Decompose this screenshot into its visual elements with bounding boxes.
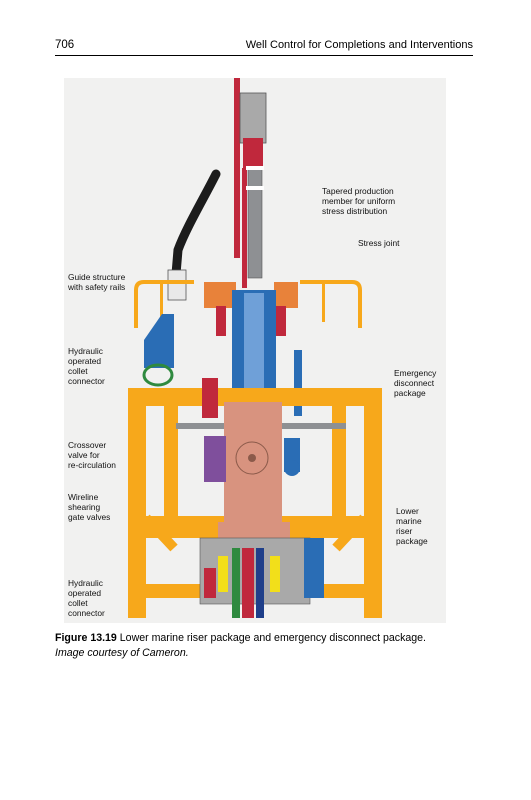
side-pipe-blue <box>294 350 302 416</box>
callout-crossover-valve: Crossover valve for re-circulation <box>68 440 116 470</box>
riser-tube <box>234 78 240 258</box>
yellow-wedge-right <box>270 556 280 592</box>
stress-joint-column <box>247 167 263 279</box>
bore-green <box>232 548 240 618</box>
red-accumulator-left <box>202 378 218 418</box>
right-dome-blue <box>284 460 300 476</box>
upper-frame-beam <box>128 388 382 406</box>
upper-clamp-left <box>204 282 236 308</box>
bore-red <box>242 548 254 618</box>
lower-blue-unit <box>304 538 324 598</box>
lower-red-unit <box>204 568 216 598</box>
frame-right-inner <box>332 406 346 516</box>
callout-collet-connector-top: Hydraulic operated collet connector <box>68 346 105 386</box>
riser-joint <box>243 138 263 168</box>
frame-left-column <box>128 388 146 618</box>
callout-emergency-disconnect: Emergency disconnect package <box>394 368 437 398</box>
hydraulic-hose <box>171 169 221 279</box>
safety-rail-left <box>134 280 194 328</box>
figure-illustration: Tapered production member for uniform st… <box>64 78 446 623</box>
header-rule <box>55 55 473 56</box>
red-valve-top-2 <box>276 306 286 336</box>
bore-navy <box>256 548 264 618</box>
figure-caption: Figure 13.19 Lower marine riser package … <box>55 631 473 661</box>
running-title: Well Control for Completions and Interve… <box>245 39 473 51</box>
rail-post-2 <box>322 282 325 322</box>
frame-right-column <box>364 388 382 618</box>
rail-post-1 <box>160 282 163 322</box>
riser-package-drawing <box>128 78 382 618</box>
callout-lower-marine-riser: Lower marine riser package <box>396 506 428 546</box>
riser-band-1 <box>246 166 264 170</box>
callout-wireline-gate-valves: Wireline shearing gate valves <box>68 492 111 522</box>
lmrp-flange-center <box>248 454 256 462</box>
green-hose-loop <box>142 363 174 387</box>
central-connector-core <box>244 293 264 403</box>
page-number: 706 <box>55 39 75 51</box>
safety-rail-right <box>300 280 362 328</box>
frame-brace-right <box>332 514 368 552</box>
figure-caption-text: Lower marine riser package and emergency… <box>119 632 426 644</box>
frame-brace-left <box>142 514 178 552</box>
callout-tapered: Tapered production member for uniform st… <box>322 186 396 216</box>
figure-credit: Image courtesy of Cameron. <box>55 647 189 659</box>
callout-guide-structure: Guide structure with safety rails <box>68 272 126 292</box>
upper-clamp-right <box>274 282 298 308</box>
upper-riser-body <box>239 92 267 144</box>
red-valve-top <box>216 306 226 336</box>
callout-collet-connector-bottom: Hydraulic operated collet connector <box>68 578 105 618</box>
collet-connector-blue <box>144 314 174 368</box>
riser-band-2 <box>246 186 264 190</box>
figure-label: Figure 13.19 <box>55 632 117 644</box>
callout-stress-joint: Stress joint <box>358 238 400 248</box>
frame-left-inner <box>164 406 178 516</box>
crossover-valve <box>204 436 226 482</box>
hose-fitting <box>167 269 187 301</box>
yellow-wedge-left <box>218 556 228 592</box>
production-member <box>242 168 247 288</box>
gray-stack <box>199 537 311 605</box>
